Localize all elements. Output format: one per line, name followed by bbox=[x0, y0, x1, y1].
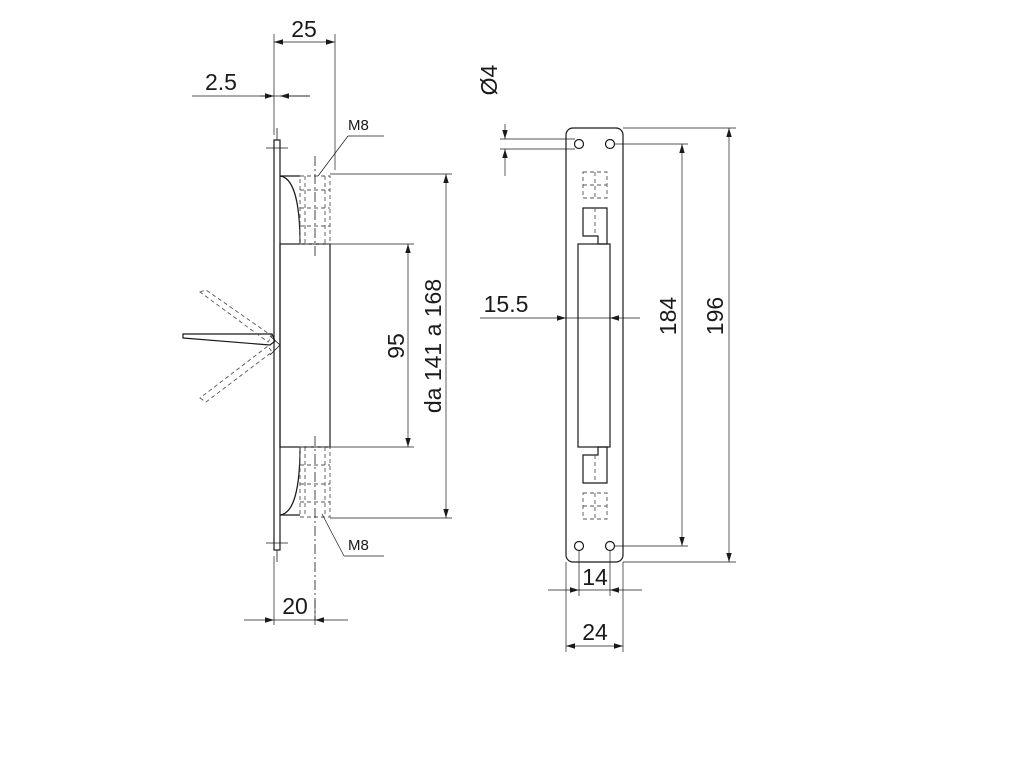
dim-25-label: 25 bbox=[291, 16, 317, 42]
dim-holes-span-label: 184 bbox=[655, 297, 681, 336]
striker-body bbox=[279, 243, 331, 448]
mounting-plate bbox=[273, 139, 281, 551]
bottom-screw bbox=[299, 436, 331, 620]
thread-bottom-label: M8 bbox=[348, 537, 369, 554]
strike-plate bbox=[565, 127, 624, 563]
dim-width-label: 24 bbox=[582, 619, 608, 645]
hole-bottom-right bbox=[604, 540, 616, 552]
dim-95-label: 95 bbox=[383, 333, 409, 359]
latch-tongue bbox=[182, 289, 281, 403]
hole-bottom-left bbox=[573, 540, 585, 552]
hole-top-left bbox=[573, 138, 585, 150]
front-bottom-screws bbox=[582, 446, 608, 520]
thread-top-label: M8 bbox=[348, 117, 369, 134]
dim-range-label: da 141 a 168 bbox=[420, 279, 446, 413]
hole-top-right bbox=[604, 138, 616, 150]
dim-2-5-label: 2.5 bbox=[205, 69, 237, 95]
dim-slot-label: 15.5 bbox=[484, 291, 529, 317]
top-bracket bbox=[279, 175, 301, 245]
dim-hole-spacing-label: 14 bbox=[582, 564, 608, 590]
dim-20-label: 20 bbox=[282, 593, 308, 619]
dim-length-label: 196 bbox=[702, 297, 728, 335]
front-view: Ø4 15.5 184 196 14 24 bbox=[476, 64, 736, 652]
latch-slot bbox=[577, 243, 611, 448]
front-top-screws bbox=[582, 171, 608, 245]
side-view: 25 2.5 95 da 141 a 168 20 M8 M8 bbox=[182, 16, 452, 625]
bottom-bracket bbox=[279, 446, 301, 516]
top-screw bbox=[299, 156, 331, 258]
dim-hole-label: Ø4 bbox=[476, 64, 502, 95]
